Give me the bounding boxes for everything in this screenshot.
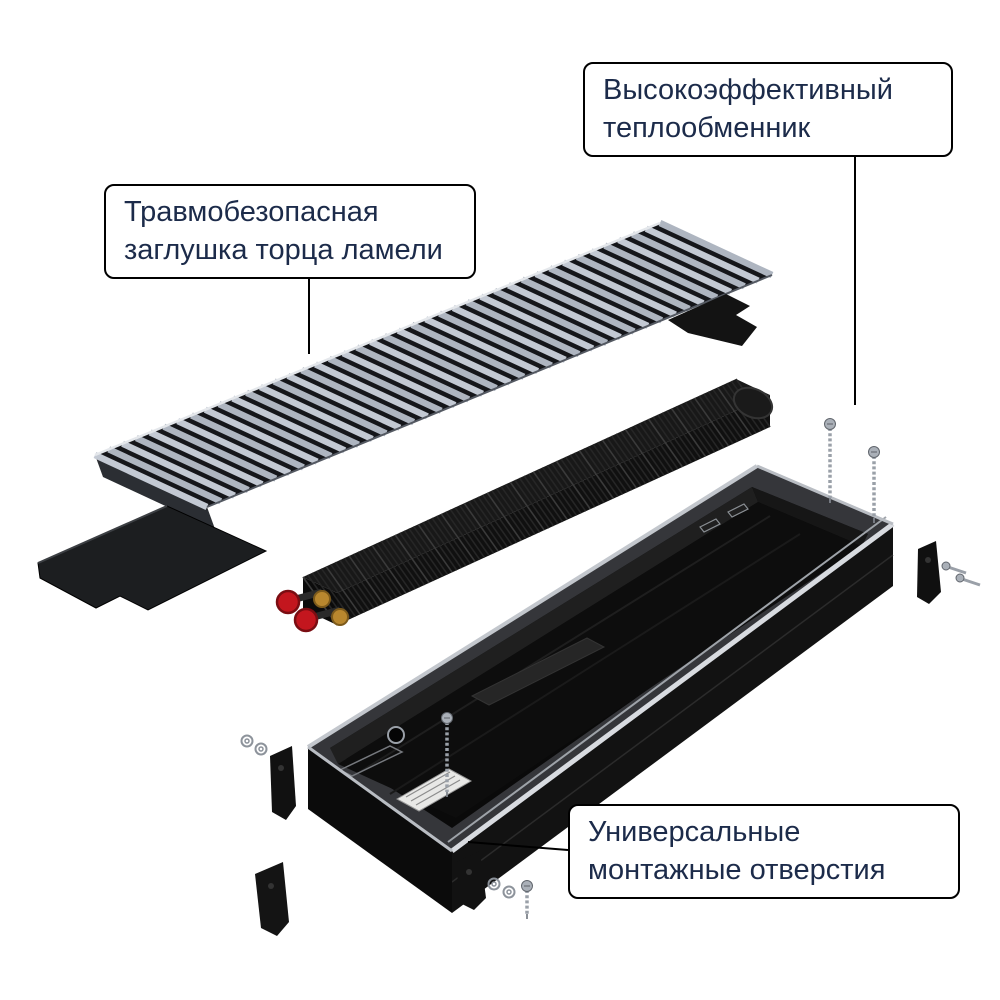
callout-heat-exchanger: Высокоэффективный теплообменник bbox=[583, 62, 953, 158]
bracket-bottom-center bbox=[456, 851, 486, 910]
casing-inner-far-wall bbox=[330, 487, 758, 764]
floor-cutout bbox=[338, 745, 404, 777]
wall-slot-1 bbox=[699, 518, 721, 533]
bracket-right bbox=[917, 541, 941, 604]
end-cap-surface bbox=[37, 505, 268, 611]
callout-leader-lines bbox=[308, 157, 856, 851]
floor-crossbar bbox=[470, 637, 606, 706]
brass-fitting-2 bbox=[331, 608, 349, 626]
grille-bracket bbox=[668, 294, 757, 346]
casing-left-wall bbox=[308, 747, 452, 913]
callout-end-cap-line2: заглушка торца ламели bbox=[124, 233, 443, 266]
washers bbox=[240, 734, 516, 899]
callout-mounting-holes-line2: монтажные отверстия bbox=[588, 853, 886, 886]
callout-heat-exchanger-line2: теплообменник bbox=[603, 111, 811, 144]
bracket-right-hole bbox=[925, 557, 931, 563]
floor-groove-1 bbox=[359, 515, 771, 773]
brass-fitting-1 bbox=[313, 590, 331, 608]
callout-mounting-holes-line1: Универсальные bbox=[588, 816, 801, 848]
heat-exchanger bbox=[275, 378, 774, 633]
knockout-hole bbox=[387, 726, 405, 744]
trim-left bbox=[307, 745, 453, 853]
roll-up-grille bbox=[93, 220, 774, 529]
red-valve-cap-1 bbox=[275, 589, 301, 615]
casing-inner-end-wall bbox=[752, 487, 868, 546]
bracket-left-upper bbox=[270, 746, 296, 820]
red-valve-cap-2 bbox=[293, 607, 319, 633]
trench-casing bbox=[306, 464, 895, 913]
hx-end-plate bbox=[732, 386, 774, 420]
callout-end-cap-line1: Травмобезопасная bbox=[124, 196, 379, 228]
end-cap-plate bbox=[37, 505, 268, 611]
bracket-left-lower-hole bbox=[268, 883, 274, 889]
trim-front bbox=[450, 521, 895, 854]
trim-right bbox=[756, 464, 894, 526]
bracket-left-upper-hole bbox=[278, 765, 284, 771]
mounting-hardware bbox=[240, 418, 981, 936]
bracket-left-lower bbox=[255, 862, 289, 936]
callout-end-cap: Травмобезопасная заглушка торца ламели bbox=[104, 184, 476, 280]
label-sticker bbox=[395, 768, 473, 812]
casing-front-wall-seam bbox=[451, 554, 894, 883]
floor-groove-2 bbox=[389, 533, 801, 795]
mounting-screws bbox=[441, 418, 981, 919]
wall-slot-2 bbox=[727, 503, 749, 518]
callout-heat-exchanger-line1: Высокоэффективный bbox=[603, 74, 893, 106]
grille-roll-shadow bbox=[95, 455, 215, 529]
leader-mounting-holes bbox=[467, 841, 569, 851]
end-cap-edge-highlight bbox=[37, 505, 168, 564]
trim-far bbox=[306, 464, 759, 749]
grille-slats bbox=[93, 220, 774, 510]
grille-bottom-edge bbox=[206, 274, 773, 508]
grille-top-edge bbox=[94, 221, 661, 457]
callout-mounting-holes: Универсальные монтажные отверстия bbox=[568, 804, 960, 900]
trim-front-inner bbox=[447, 516, 887, 843]
bracket-bottom-center-hole bbox=[466, 869, 472, 875]
